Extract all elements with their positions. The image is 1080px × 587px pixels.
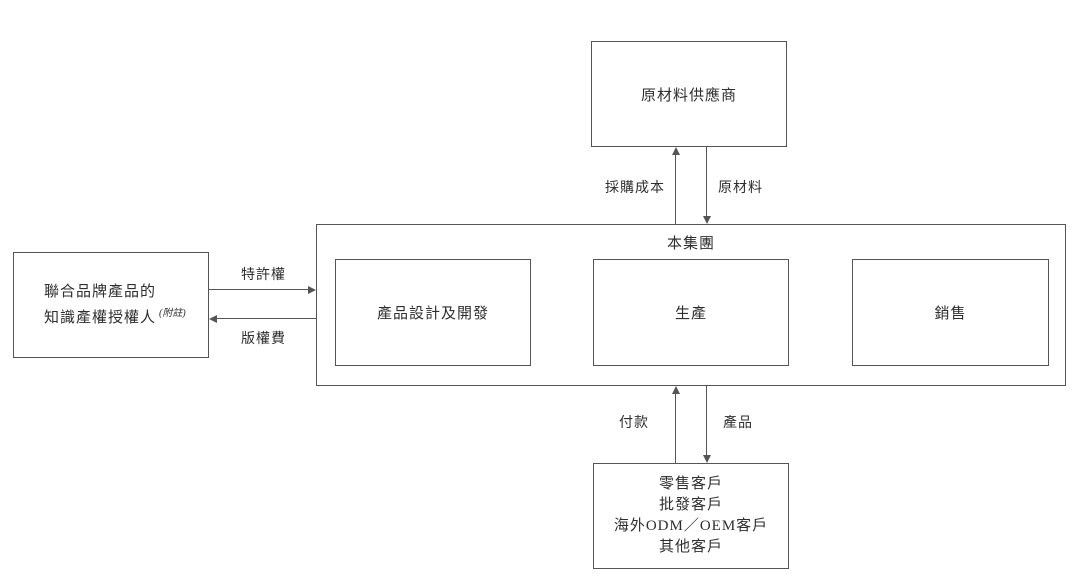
suppliers-box: 原材料供應商 bbox=[591, 41, 787, 147]
arrow-raw-materials-line bbox=[706, 147, 707, 216]
flow-label-payment: 付款 bbox=[619, 416, 649, 431]
customer-type-other: 其他客戶 bbox=[658, 539, 723, 555]
customers-box: 零售客戶 批發客戶 海外ODM／OEM客戶 其他客戶 bbox=[593, 463, 789, 569]
arrow-procurement-cost-line bbox=[675, 155, 676, 224]
licensor-box: 聯合品牌產品的 知識產權授權人(附註) bbox=[13, 252, 209, 358]
flow-label-royalty: 版權費 bbox=[241, 332, 286, 347]
arrow-royalty-line bbox=[217, 318, 316, 319]
arrow-raw-materials-head bbox=[702, 216, 711, 224]
customer-type-odm-oem: 海外ODM／OEM客戶 bbox=[613, 518, 769, 534]
arrow-franchise-line bbox=[209, 289, 308, 290]
arrow-procurement-cost-head bbox=[671, 147, 680, 155]
arrow-products-line bbox=[706, 386, 707, 455]
licensor-note-superscript: (附註) bbox=[159, 307, 186, 319]
production-label: 生產 bbox=[674, 306, 707, 322]
licensor-label-line2: 知識產權授權人 bbox=[44, 309, 157, 326]
arrow-payment-line bbox=[675, 394, 676, 463]
arrow-products-head bbox=[702, 455, 711, 463]
arrow-payment-head bbox=[671, 386, 680, 394]
flow-label-products: 產品 bbox=[723, 416, 753, 431]
customer-type-retail: 零售客戶 bbox=[658, 476, 723, 492]
sales-label: 銷售 bbox=[934, 306, 967, 322]
arrow-franchise-head bbox=[308, 285, 316, 294]
flow-label-procurement-cost: 採購成本 bbox=[605, 181, 665, 196]
arrow-royalty-head bbox=[209, 314, 217, 323]
suppliers-label: 原材料供應商 bbox=[640, 87, 737, 104]
production-box: 生產 bbox=[593, 259, 789, 366]
licensor-label-line1: 聯合品牌產品的 bbox=[44, 283, 157, 300]
flow-label-raw-materials: 原材料 bbox=[718, 181, 763, 196]
design-development-label: 產品設計及開發 bbox=[376, 306, 489, 322]
customer-type-wholesale: 批發客戶 bbox=[658, 497, 723, 513]
design-development-box: 產品設計及開發 bbox=[335, 259, 531, 366]
flow-label-franchise: 特許權 bbox=[241, 268, 286, 283]
sales-box: 銷售 bbox=[852, 259, 1049, 366]
licensor-label-line2-row: 知識產權授權人(附註) bbox=[44, 303, 208, 329]
group-label: 本集團 bbox=[666, 236, 715, 252]
